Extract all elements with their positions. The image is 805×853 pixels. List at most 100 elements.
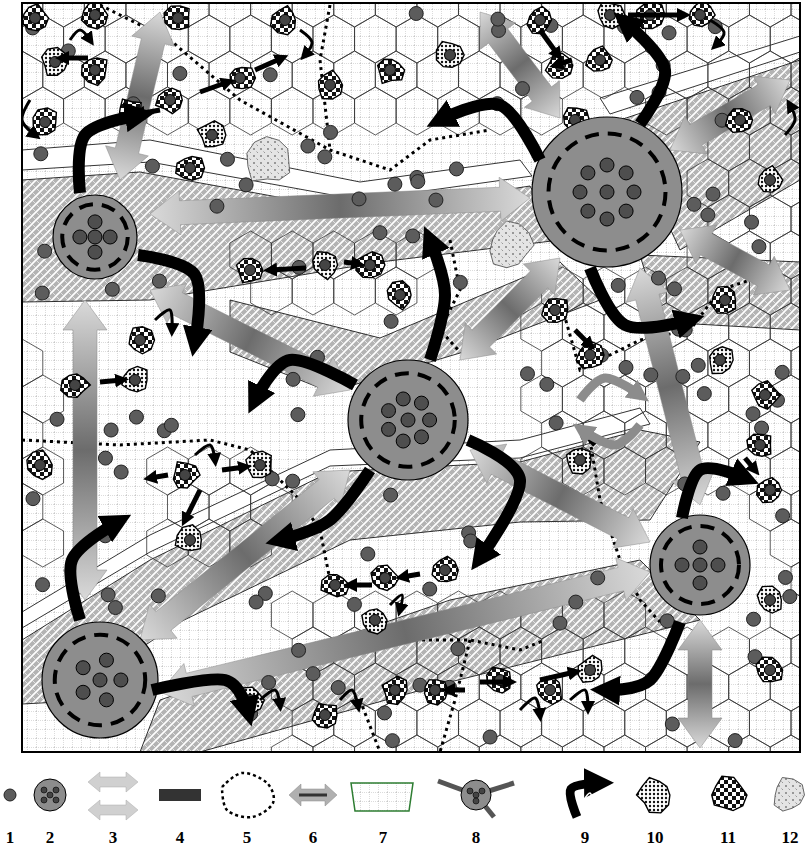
settlement-core — [173, 13, 184, 24]
center-dot — [114, 673, 128, 687]
influence-arrow — [682, 468, 745, 518]
settlement-dot — [129, 410, 143, 424]
legend-samples — [4, 772, 804, 820]
hex-cell — [209, 3, 251, 27]
sample-boundary — [222, 773, 274, 817]
settlement-dot — [630, 90, 644, 104]
settlement-blob — [164, 6, 189, 29]
exchange-arrow — [344, 262, 358, 264]
hex-cell — [355, 87, 397, 135]
hex-cell — [375, 51, 417, 99]
checkered-settlement — [712, 287, 736, 314]
settlement-dot — [569, 595, 583, 609]
dotted-settlement — [598, 3, 625, 29]
center-dot — [627, 185, 641, 199]
settlement-dot — [301, 139, 315, 153]
cycle-arrow — [580, 378, 640, 400]
checkered-settlement — [173, 462, 200, 488]
local-flow-arrow — [22, 100, 35, 135]
settlement-dot — [747, 612, 761, 626]
checkered-settlement — [27, 450, 52, 479]
settlement-blob — [542, 299, 568, 323]
hex-cell — [417, 699, 459, 747]
hex-cell — [22, 519, 64, 567]
settlement-core — [765, 665, 776, 676]
center-dot — [103, 230, 117, 244]
settlement-core — [255, 460, 266, 471]
hex-cell — [542, 699, 584, 747]
hex-cell — [22, 51, 43, 99]
settlement-dot — [98, 451, 112, 465]
local-flow-arrow — [155, 310, 172, 330]
settlement-blob — [33, 108, 56, 135]
settlement-blob — [586, 46, 612, 71]
settlement-dot — [619, 360, 633, 374]
settlement-dot — [697, 387, 711, 401]
settlement-dot — [286, 474, 300, 488]
settlement-dot — [26, 492, 40, 506]
settlement-dot — [114, 465, 128, 479]
legend-number: 1 — [6, 828, 15, 848]
sample-dotted-settlement — [637, 778, 670, 813]
hex-cell — [230, 87, 272, 135]
settlement-dot — [676, 369, 690, 383]
center-dot — [382, 404, 396, 418]
checkered-settlement — [689, 3, 715, 26]
settlement-blob — [756, 657, 783, 682]
center-disc — [650, 515, 750, 615]
settlement-core — [545, 685, 556, 696]
settlement-dot — [318, 150, 332, 164]
settlement-core — [720, 295, 731, 306]
sample-center-dot — [473, 792, 479, 798]
settlement-dot — [378, 706, 392, 720]
settlement-dot — [665, 717, 679, 731]
settlement-blob — [432, 556, 458, 581]
hex-cell — [604, 735, 646, 752]
checkered-settlement — [61, 374, 91, 397]
settlement-dot — [173, 66, 187, 80]
legend-number: 3 — [109, 828, 118, 848]
exchange-arrow — [540, 672, 575, 680]
hex-cell — [604, 447, 646, 495]
settlement-dot — [385, 734, 399, 748]
settlement-core — [90, 65, 101, 76]
settlement-core — [70, 380, 81, 391]
settlement-dot — [324, 125, 338, 139]
dotted-settlement — [42, 48, 68, 76]
center-dot — [423, 413, 437, 427]
settlement-dot — [464, 534, 478, 548]
sample-zone — [351, 783, 413, 811]
hex-cell — [749, 3, 791, 27]
hex-cell — [666, 267, 708, 315]
settlement-dot — [746, 407, 760, 421]
exchange-arrow — [200, 82, 228, 92]
flow-arrow — [140, 470, 350, 640]
hex-cell — [292, 3, 334, 27]
local-flow-arrow — [260, 690, 280, 705]
center-dot — [76, 661, 90, 675]
settlement-dot — [108, 601, 122, 615]
dotted-settlement — [758, 166, 783, 192]
settlement-blob — [378, 59, 405, 83]
sample-center — [461, 780, 491, 810]
settlement-dot — [644, 368, 658, 382]
center-ring — [661, 526, 739, 604]
center-dot — [693, 540, 707, 554]
influence-arrow — [430, 240, 445, 360]
checkered-settlement — [82, 58, 107, 85]
checkered-settlement — [747, 434, 771, 456]
local-flow-arrow — [710, 20, 724, 45]
sample-curl — [583, 793, 593, 803]
settlement-blob — [271, 6, 296, 35]
settlement-dot — [36, 578, 50, 592]
settlement-blob — [313, 252, 338, 280]
hex-cell — [251, 51, 293, 99]
hex-cell — [562, 735, 604, 752]
hex-cell — [22, 483, 43, 531]
settlement-blob — [175, 525, 201, 551]
hex-cell — [458, 699, 500, 747]
exchange-arrow — [222, 467, 245, 470]
hex-cell — [625, 699, 667, 747]
center-dot — [600, 212, 614, 226]
